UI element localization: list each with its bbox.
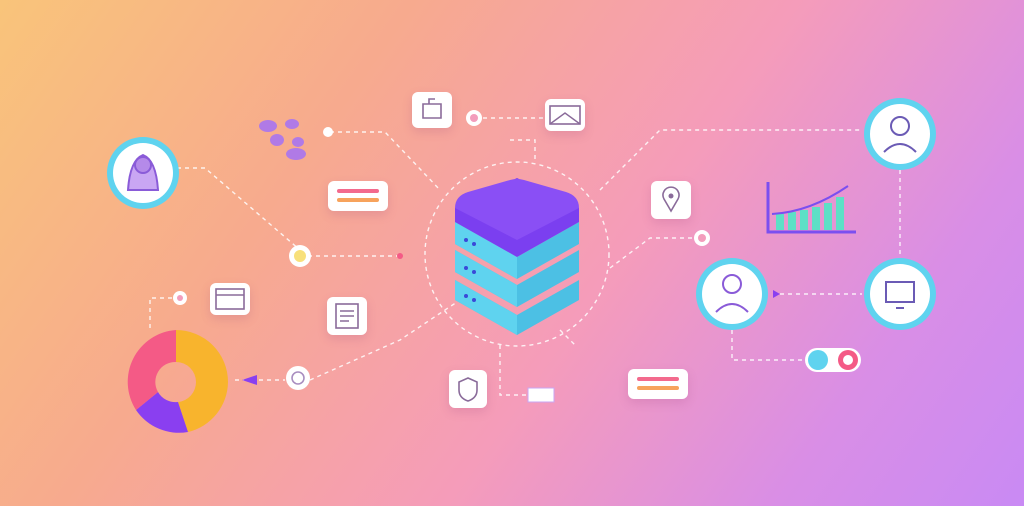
- bar-line: [637, 386, 679, 390]
- bar-line: [637, 377, 679, 381]
- donut-chart-icon: [127, 330, 228, 433]
- location-card: [651, 181, 691, 219]
- folder-icon: [422, 98, 442, 119]
- database-server-icon: [455, 178, 579, 335]
- folder-card: [412, 92, 452, 128]
- shield-card: [449, 370, 487, 408]
- monitor-icon: [885, 281, 915, 309]
- browser-window-icon: [215, 288, 245, 310]
- document-icon: [335, 303, 359, 329]
- progress-card-right: [628, 369, 688, 399]
- bar-line: [337, 189, 379, 193]
- user-avatar-icon: [715, 274, 749, 313]
- user-avatar-icon: [126, 153, 160, 191]
- bar-chart-icon: [766, 182, 856, 234]
- map-pin-icon: [662, 186, 680, 213]
- progress-card-left: [328, 181, 388, 211]
- bar-line: [337, 198, 379, 202]
- envelope-icon: [549, 105, 581, 125]
- browser-card: [210, 283, 250, 315]
- shield-icon: [458, 377, 478, 402]
- envelope-card: [545, 99, 585, 131]
- user-avatar-icon: [883, 116, 917, 153]
- document-card: [327, 297, 367, 335]
